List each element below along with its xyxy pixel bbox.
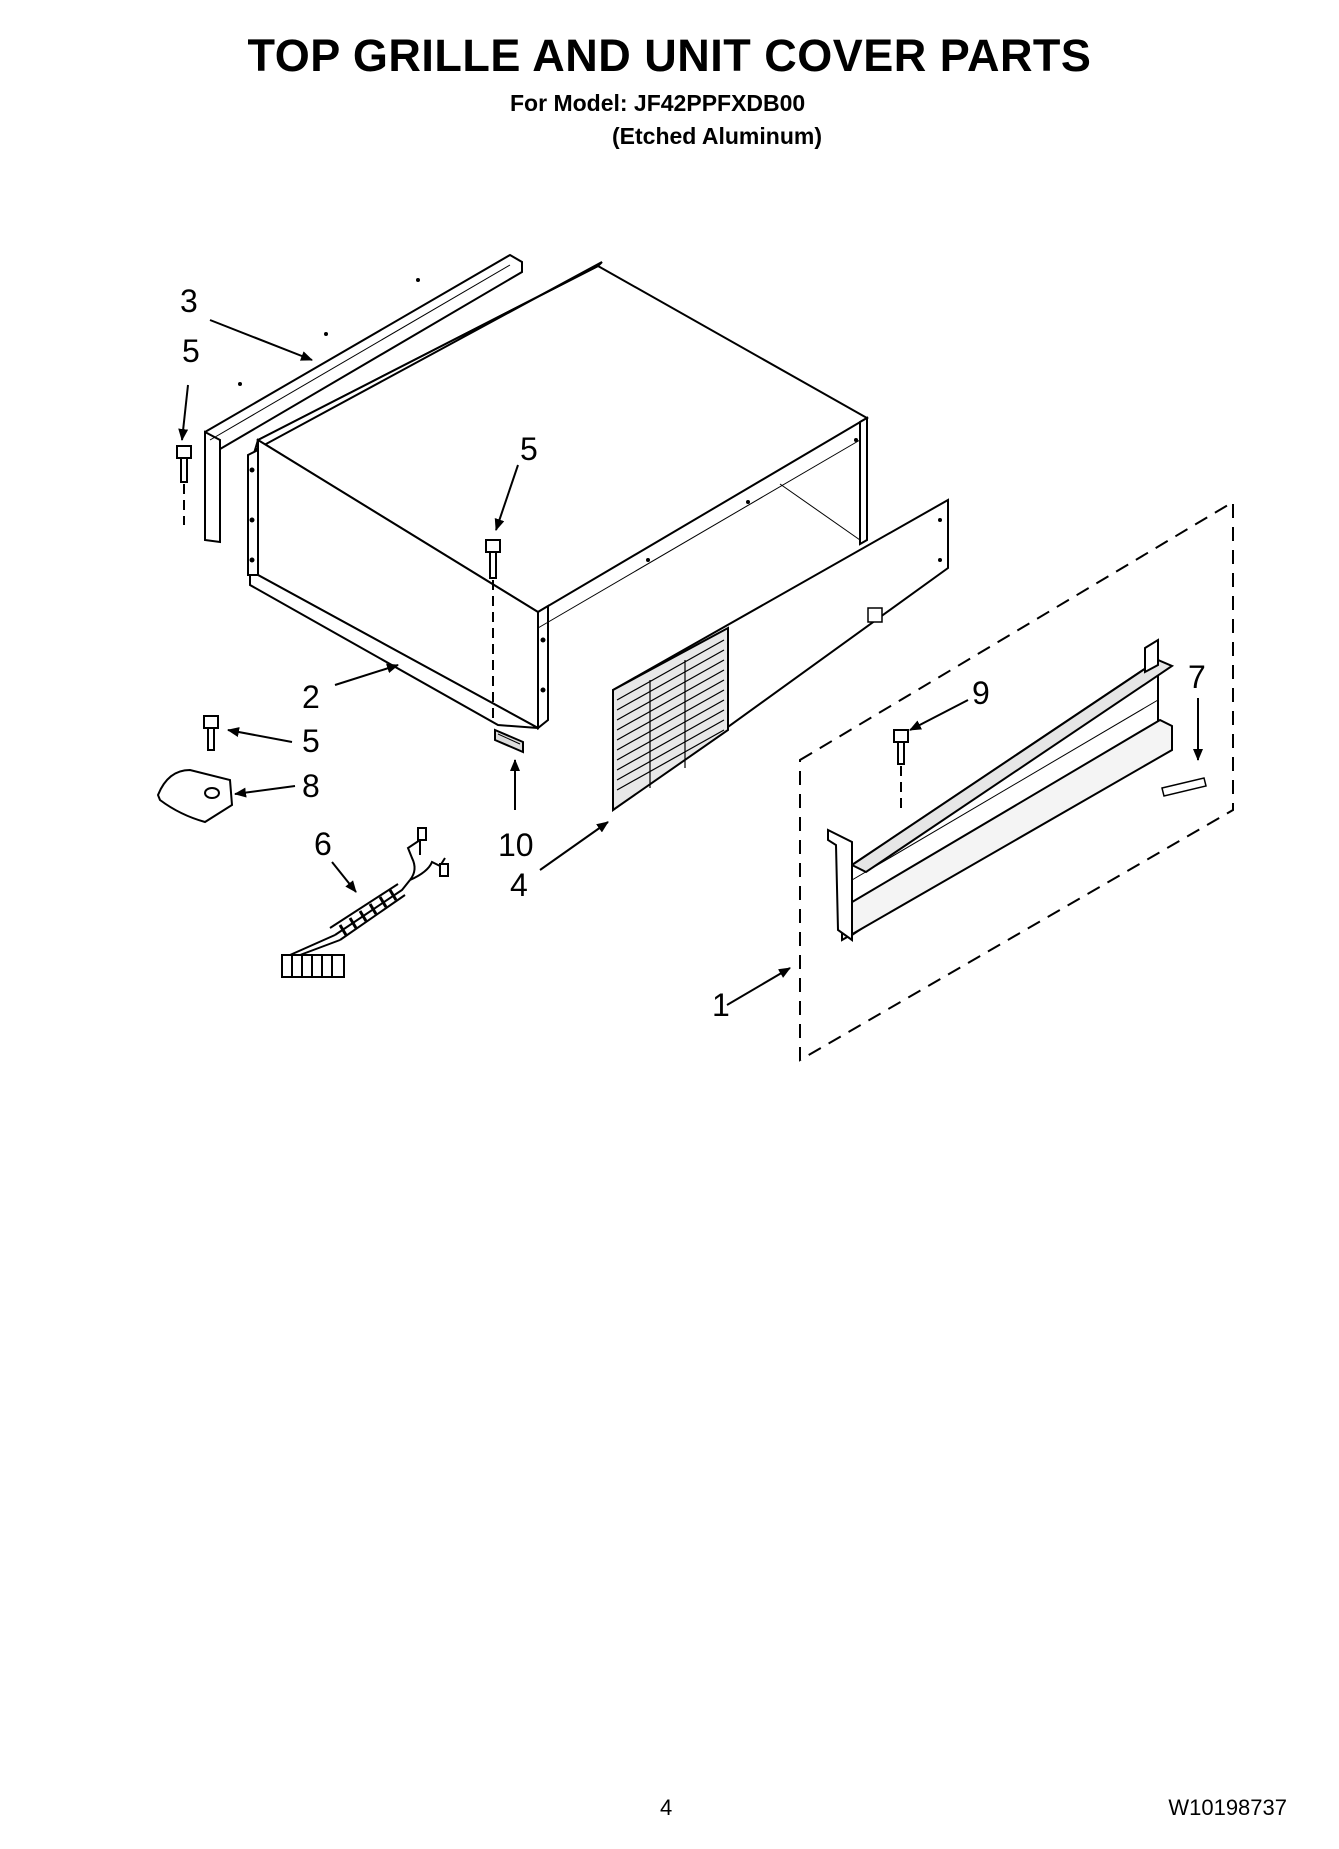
part-8-clamp [156,768,234,824]
page-title: TOP GRILLE AND UNIT COVER PARTS [247,30,1092,81]
callout-1: 1 [712,987,730,1023]
page-number: 4 [660,1795,673,1820]
callout-4: 4 [510,867,528,903]
part-3-rear-panel [204,253,523,544]
part-10-bracket [494,728,524,754]
screw-center [485,539,501,720]
part-9-screw [893,729,909,808]
variant-label: (Etched Aluminum) [612,123,822,149]
part-1-grille-trim [827,638,1175,942]
callout-5-lower-left: 5 [302,723,320,759]
callout-7: 7 [1188,659,1206,695]
screw-upper-left [176,445,192,525]
callout-6: 6 [314,826,332,862]
callout-10: 10 [498,827,534,863]
part-4-grille-panel [612,498,949,812]
callout-2: 2 [302,679,320,715]
callout-5-center: 5 [520,431,538,467]
part-6-wire-harness [281,827,449,978]
model-line: For Model: JF42PPFXDB00 [510,90,806,116]
callout-9: 9 [972,675,990,711]
part-7-label [1161,777,1207,797]
callout-5-upper-left: 5 [182,333,200,369]
part-2-unit-cover [247,261,870,731]
part-1-assembly-boundary [799,500,1234,1062]
callout-8: 8 [302,768,320,804]
document-number: W10198737 [1168,1795,1287,1820]
callout-3: 3 [180,283,198,319]
screw-lower-left [203,715,219,751]
leader-lines [178,319,1203,1006]
